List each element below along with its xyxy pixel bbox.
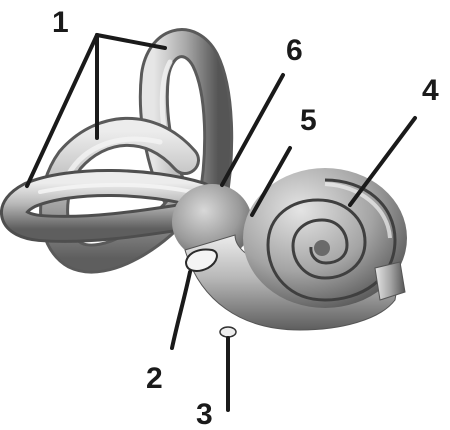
label-1: 1 (52, 6, 69, 39)
label-4: 4 (422, 74, 439, 107)
leader-line-2 (172, 272, 190, 348)
label-5: 5 (300, 104, 317, 137)
label-3: 3 (196, 398, 213, 430)
round-window (220, 327, 236, 337)
label-2: 2 (146, 362, 163, 395)
label-6: 6 (286, 34, 303, 67)
